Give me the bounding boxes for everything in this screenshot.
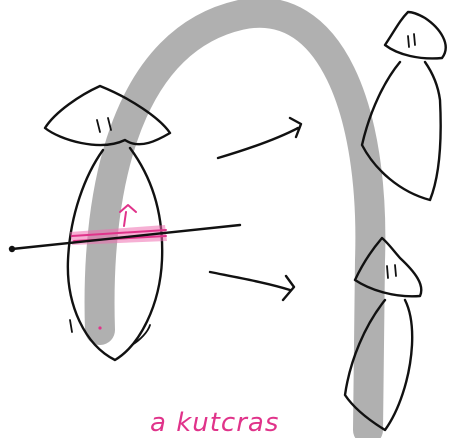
handwritten-caption: a kutcras [150, 408, 279, 438]
arrow-to-lower-half [210, 272, 294, 300]
cutting-line-end [9, 246, 15, 252]
lower-half-eyes [387, 265, 396, 278]
upper-half-eyes [408, 34, 415, 47]
pink-dot [98, 326, 101, 329]
pink-marker [120, 205, 136, 226]
arrow-to-upper-half [218, 118, 301, 158]
gray-overlay-arc [100, 13, 371, 430]
squid-eye-marks [97, 118, 111, 132]
upper-half-head [385, 12, 446, 58]
